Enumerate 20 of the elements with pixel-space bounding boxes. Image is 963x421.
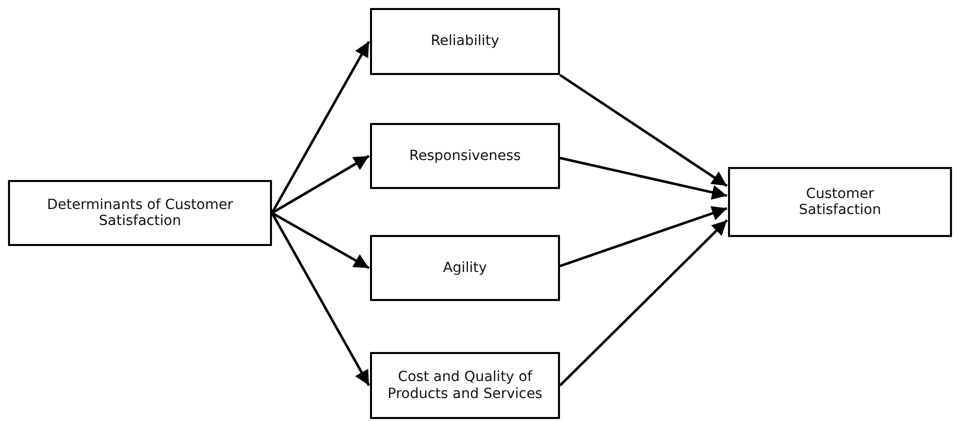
process-box — [370, 352, 560, 419]
process-box — [728, 167, 952, 237]
process-box — [370, 8, 560, 75]
box-label: Determinants of Customer Satisfaction — [46, 196, 234, 230]
box-label: Agility — [442, 260, 488, 276]
arrow — [270, 212, 370, 386]
process-box — [370, 235, 560, 301]
arrow — [560, 206, 728, 268]
box-label: Responsiveness — [408, 148, 522, 164]
box-label: Customer Satisfaction — [798, 186, 882, 218]
arrow — [270, 40, 370, 214]
box-label: Cost and Quality of Products and Services — [386, 369, 544, 402]
arrow — [271, 212, 370, 270]
arrow — [560, 156, 728, 200]
arrow — [559, 74, 728, 187]
process-box — [370, 123, 560, 189]
process-box — [8, 180, 272, 246]
arrow — [271, 154, 370, 214]
box-label: Reliability — [430, 33, 500, 50]
arrow — [559, 219, 728, 386]
